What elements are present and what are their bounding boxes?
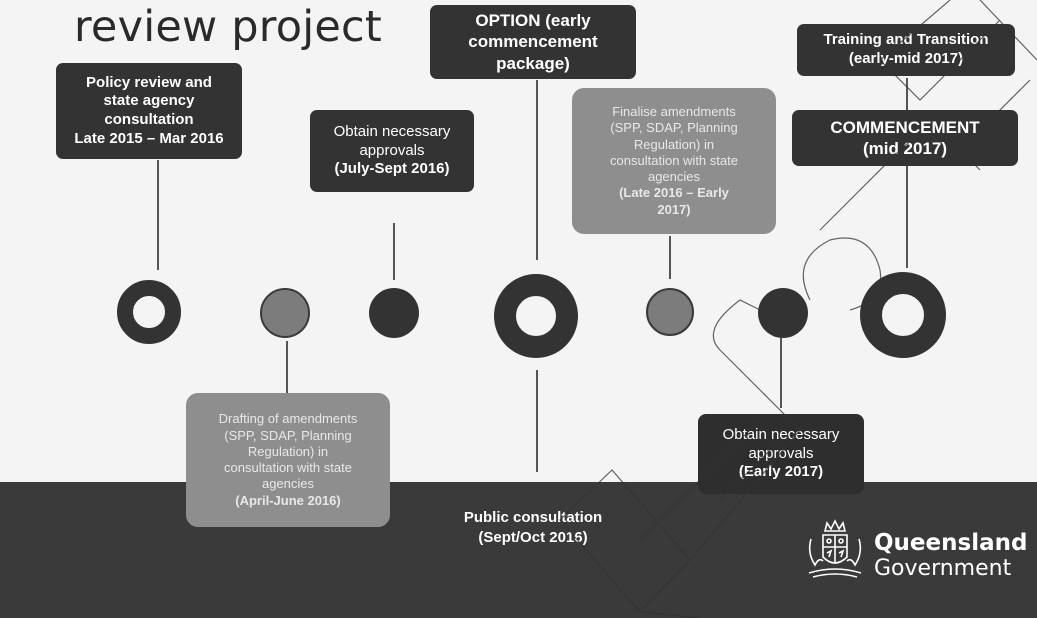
box-training-label: Training and Transition (early-mid 2017): [823, 31, 989, 67]
box-option-early-commencement: OPTION (early commencement package): [430, 5, 636, 79]
milestone-ring-4: [494, 274, 578, 358]
box-obtain-approvals-2017: Obtain necessary approvals (Early 2017): [698, 414, 864, 494]
box-obtain-approvals-2016-main: Obtain necessary approvals: [333, 122, 451, 159]
milestone-dot-3: [369, 288, 419, 338]
box-obtain-approvals-2016-text: Obtain necessary approvals (July-Sept 20…: [334, 104, 451, 198]
stem-public: [536, 370, 538, 472]
stem-option: [536, 80, 538, 260]
box-obtain-approvals-2017-main: Obtain necessary approvals: [722, 425, 840, 462]
public-consultation-label: Public consultation (Sept/Oct 2016): [463, 509, 603, 547]
stem-policy: [157, 160, 159, 270]
milestone-ring-1: [117, 280, 181, 344]
logo-line-1: Queensland: [874, 530, 1028, 556]
stem-finalise: [669, 236, 671, 279]
box-drafting-amendments-date: (April-June 2016): [235, 492, 341, 508]
box-obtain-approvals-2017-text: Obtain necessary approvals (Early 2017): [723, 407, 840, 501]
box-commencement-label: COMMENCEMENT (mid 2017): [830, 117, 980, 158]
box-obtain-approvals-2016: Obtain necessary approvals (July-Sept 20…: [310, 110, 474, 192]
stem-obtain1: [393, 223, 395, 280]
box-policy-review-label: Policy review and state agency consultat…: [74, 73, 224, 147]
queensland-government-wordmark: Queensland Government: [874, 530, 1027, 582]
page-title: review project: [74, 2, 382, 52]
box-obtain-approvals-2016-date: (July-Sept 2016): [334, 160, 450, 178]
box-policy-review: Policy review and state agency consultat…: [56, 63, 242, 159]
box-finalise-amendments-text: Finalise amendments (SPP, SDAP, Planning…: [610, 88, 738, 234]
footer-band: [0, 482, 1037, 618]
milestone-dot-2: [260, 288, 310, 338]
stem-drafting: [286, 341, 288, 396]
milestone-dot-5: [646, 288, 694, 336]
logo-line-2: Government: [874, 556, 1012, 582]
box-finalise-amendments-main: Finalise amendments (SPP, SDAP, Planning…: [610, 104, 738, 185]
box-commencement: COMMENCEMENT (mid 2017): [792, 110, 1018, 166]
box-training-transition: Training and Transition (early-mid 2017): [797, 24, 1015, 76]
box-finalise-amendments-date: (Late 2016 – Early 2017): [619, 185, 729, 217]
stem-commencement: [906, 78, 908, 268]
box-obtain-approvals-2017-date: (Early 2017): [738, 463, 824, 481]
stem-obtain2: [780, 338, 782, 408]
box-finalise-amendments: Finalise amendments (SPP, SDAP, Planning…: [572, 88, 776, 234]
box-drafting-amendments-text: Drafting of amendments (SPP, SDAP, Plann…: [219, 395, 358, 525]
box-drafting-amendments-main: Drafting of amendments (SPP, SDAP, Plann…: [218, 411, 358, 492]
box-option-label: OPTION (early commencement package): [468, 11, 598, 73]
milestone-dot-6: [758, 288, 808, 338]
milestone-ring-7: [860, 272, 946, 358]
box-drafting-amendments: Drafting of amendments (SPP, SDAP, Plann…: [186, 393, 390, 527]
queensland-crest-icon: [808, 519, 862, 578]
